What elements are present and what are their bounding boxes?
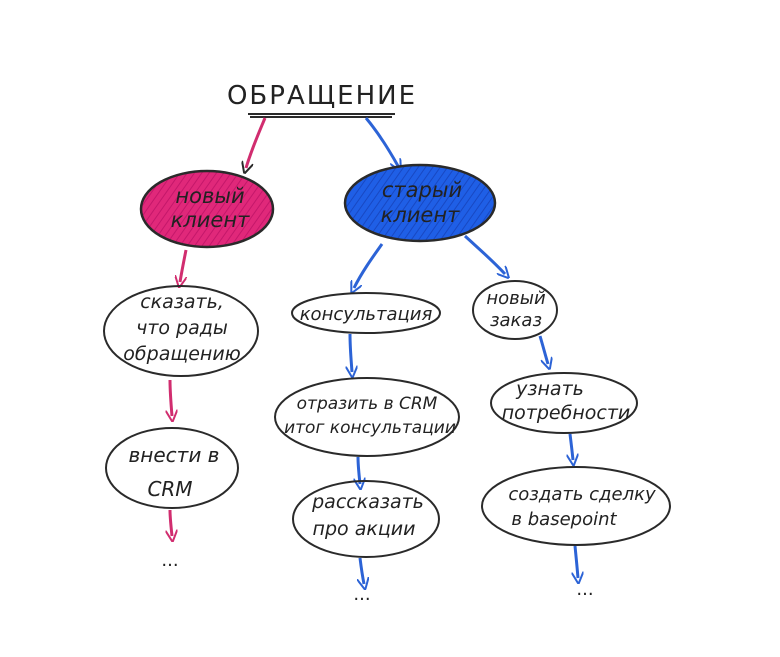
arrow-reflect-crm-to-tell-promos bbox=[358, 456, 360, 484]
old-client-line2: клиент bbox=[381, 203, 460, 227]
node-say-glad: сказать, что рады обращению bbox=[103, 285, 259, 377]
enter-crm-line2: CRM bbox=[147, 477, 192, 501]
learn-needs-line2: потребности bbox=[502, 402, 631, 424]
learn-needs-ellipse bbox=[490, 372, 638, 434]
new-client-line2: клиент bbox=[171, 208, 250, 232]
title: ОБРАЩЕНИЕ bbox=[227, 81, 417, 118]
consultation-ellipse bbox=[291, 292, 441, 334]
learn-needs-line1: узнать bbox=[515, 378, 584, 400]
node-old-client: старый клиент bbox=[343, 163, 497, 243]
reflect-crm-ellipse bbox=[274, 377, 460, 457]
create-deal-ellipse bbox=[481, 466, 671, 546]
arrow-title-to-old-client bbox=[364, 117, 398, 166]
arrow-tell-promos-to-more bbox=[360, 557, 364, 584]
arrow-new-client-to-say-glad bbox=[180, 249, 188, 282]
node-consultation: консультация bbox=[291, 292, 441, 334]
arrow-create-deal-to-more bbox=[575, 545, 578, 578]
tell-promos-line2: про акции bbox=[313, 518, 416, 540]
arrow-old-client-to-new-order bbox=[463, 234, 505, 274]
title-underline bbox=[248, 113, 395, 118]
enter-crm-ellipse bbox=[105, 427, 239, 509]
say-glad-line1: сказать, bbox=[140, 291, 224, 313]
new-client-line1: новый bbox=[175, 184, 244, 208]
node-tell-promos: рассказать про акции bbox=[292, 480, 440, 558]
right-continuation: ... bbox=[576, 579, 593, 600]
arrow-consultation-to-reflect-crm bbox=[350, 333, 352, 372]
new-order-ellipse bbox=[472, 280, 558, 340]
consultation-line1: консультация bbox=[300, 304, 433, 325]
arrow-learn-needs-to-create-deal bbox=[570, 433, 573, 460]
node-enter-crm: внести в CRM bbox=[105, 427, 239, 509]
node-new-order: новый заказ bbox=[472, 280, 558, 340]
new-order-line2: заказ bbox=[490, 310, 542, 331]
new-client-ellipse bbox=[139, 169, 275, 249]
new-order-line1: новый bbox=[486, 288, 546, 309]
node-learn-needs: узнать потребности bbox=[490, 372, 638, 434]
create-deal-line2: в basepoint bbox=[511, 509, 617, 530]
node-new-client: новый клиент bbox=[139, 169, 275, 249]
node-create-deal: создать сделку в basepoint bbox=[481, 466, 671, 546]
reflect-crm-line1: отразить в CRM bbox=[297, 394, 438, 414]
title-text: ОБРАЩЕНИЕ bbox=[227, 81, 417, 111]
arrow-enter-crm-to-more bbox=[170, 509, 172, 536]
old-client-line1: старый bbox=[382, 178, 462, 202]
say-glad-line2: что рады bbox=[136, 317, 228, 339]
left-continuation: ... bbox=[161, 550, 178, 571]
arrow-title-to-new-client bbox=[246, 117, 267, 168]
tell-promos-line1: рассказать bbox=[311, 491, 424, 513]
arrow-say-glad-to-enter-crm bbox=[170, 379, 172, 416]
say-glad-line3: обращению bbox=[123, 343, 240, 365]
node-reflect-crm: отразить в CRM итог консультации bbox=[274, 377, 460, 457]
reflect-crm-line2: итог консультации bbox=[284, 418, 456, 438]
create-deal-line1: создать сделку bbox=[508, 484, 656, 505]
say-glad-ellipse bbox=[103, 285, 259, 377]
enter-crm-line1: внести в bbox=[129, 443, 220, 467]
arrow-old-client-to-consultation bbox=[354, 243, 384, 288]
arrow-new-order-to-learn-needs bbox=[538, 335, 548, 364]
tell-promos-ellipse bbox=[292, 480, 440, 558]
middle-continuation: ... bbox=[353, 584, 370, 605]
old-client-ellipse bbox=[343, 163, 497, 243]
